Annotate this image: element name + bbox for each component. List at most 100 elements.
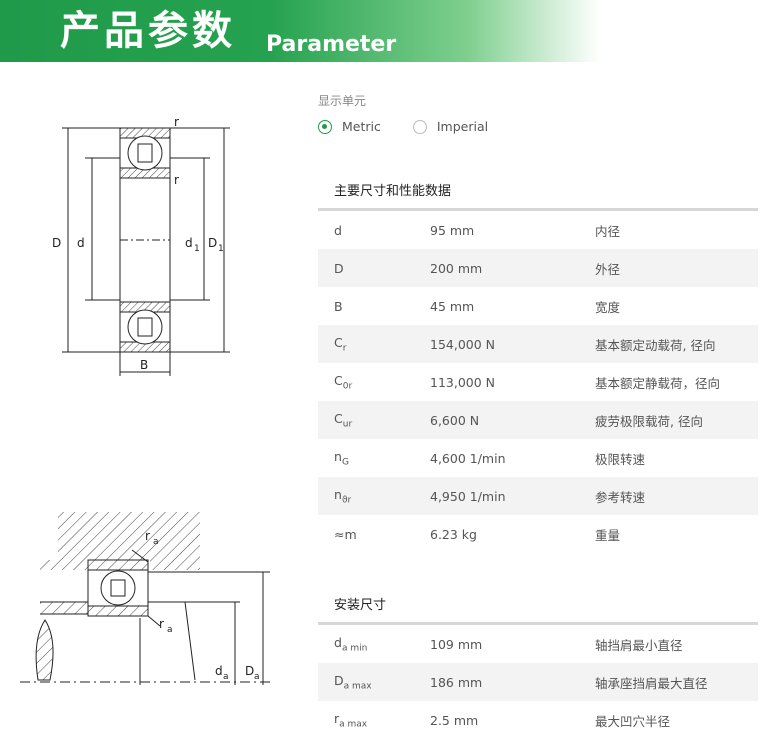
symbol-cell: d bbox=[318, 223, 430, 238]
symbol-main: D bbox=[334, 672, 344, 688]
banner-title: 产品参数 bbox=[60, 8, 236, 54]
symbol-subscript: 0r bbox=[342, 381, 353, 392]
metric-radio[interactable]: Metric bbox=[318, 119, 381, 134]
symbol-main: C bbox=[334, 334, 343, 350]
description-cell: 轴承座挡肩最大直径 bbox=[595, 675, 708, 691]
description-cell: 最大凹穴半径 bbox=[595, 713, 671, 729]
symbol-main: n bbox=[334, 486, 342, 502]
banner-subtitle: Parameter bbox=[266, 32, 397, 57]
mounting-dimensions-title: 安装尺寸 bbox=[334, 598, 387, 613]
symbol-main: d bbox=[334, 634, 342, 650]
symbol-main: ≈m bbox=[334, 526, 357, 542]
symbol-main: r bbox=[334, 710, 340, 726]
value-cell: 6.23 kg bbox=[430, 526, 477, 542]
description-cell: 基本额定静载荷，径向 bbox=[595, 375, 721, 391]
table-row: B 45 mm 宽度 bbox=[318, 287, 758, 325]
metric-radio-label: Metric bbox=[342, 119, 381, 134]
description-cell: 内径 bbox=[595, 223, 621, 239]
symbol-main: D bbox=[334, 260, 344, 276]
ra-top-label: r bbox=[145, 529, 150, 543]
table-row: d 95 mm 内径 bbox=[318, 211, 758, 249]
description-cell: 轴挡肩最小直径 bbox=[595, 637, 683, 653]
main-dimensions-title: 主要尺寸和性能数据 bbox=[334, 184, 452, 199]
ra-bottom-subscript: a bbox=[167, 625, 173, 635]
d1-label: d bbox=[185, 236, 193, 250]
imperial-radio-label: Imperial bbox=[436, 119, 489, 134]
symbol-cell: ≈m bbox=[318, 527, 430, 542]
symbol-cell: ra max bbox=[318, 711, 430, 730]
symbol-subscript: a max bbox=[343, 681, 372, 692]
value-cell: 4,950 1/min bbox=[430, 488, 506, 504]
symbol-cell: C0r bbox=[318, 373, 430, 392]
description-cell: 宽度 bbox=[595, 299, 621, 315]
description-cell: 重量 bbox=[595, 527, 621, 543]
description-cell: 外径 bbox=[595, 261, 621, 277]
width-label: B bbox=[140, 358, 148, 372]
outer-diameter-label: D bbox=[52, 236, 61, 250]
value-cell: 45 mm bbox=[430, 298, 475, 314]
radius-label-inner: r bbox=[174, 173, 179, 187]
ra-top-subscript: a bbox=[153, 537, 159, 547]
table-row: D 200 mm 外径 bbox=[318, 249, 758, 287]
symbol-subscript: ϑr bbox=[341, 495, 352, 506]
value-cell: 186 mm bbox=[430, 674, 483, 690]
value-cell: 154,000 N bbox=[430, 336, 496, 352]
bore-diameter-label: d bbox=[77, 236, 85, 250]
symbol-main: C bbox=[334, 372, 343, 388]
symbol-subscript: a min bbox=[341, 643, 368, 654]
Da-label: D bbox=[245, 664, 254, 678]
value-cell: 109 mm bbox=[430, 636, 483, 652]
ra-bottom-label: r bbox=[159, 617, 164, 631]
header-banner: 产品参数 Parameter bbox=[0, 0, 600, 62]
symbol-cell: Da max bbox=[318, 673, 430, 692]
description-cell: 极限转速 bbox=[595, 451, 646, 467]
symbol-subscript: r bbox=[342, 343, 347, 354]
bearing-cross-section-diagram: r r D d d 1 D 1 B bbox=[52, 115, 230, 376]
symbol-subscript: a max bbox=[339, 719, 368, 730]
description-cell: 疲劳极限载荷, 径向 bbox=[595, 413, 703, 429]
imperial-radio-icon[interactable] bbox=[412, 119, 427, 134]
symbol-cell: Cur bbox=[318, 411, 430, 430]
table-divider bbox=[318, 208, 758, 211]
value-cell: 95 mm bbox=[430, 222, 475, 238]
table-divider bbox=[318, 622, 758, 625]
value-cell: 4,600 1/min bbox=[430, 450, 506, 466]
imperial-radio[interactable]: Imperial bbox=[412, 119, 489, 134]
value-cell: 6,600 N bbox=[430, 412, 480, 428]
value-cell: 113,000 N bbox=[430, 374, 496, 390]
D1-label: D bbox=[208, 236, 217, 250]
symbol-cell: Cr bbox=[318, 335, 430, 354]
d1-subscript: 1 bbox=[194, 244, 200, 254]
metric-radio-icon[interactable] bbox=[318, 119, 332, 134]
description-cell: 参考转速 bbox=[595, 489, 646, 505]
symbol-main: d bbox=[334, 222, 342, 238]
unit-label: 显示单元 bbox=[318, 94, 367, 108]
unit-radio-group: Metric Imperial bbox=[318, 119, 488, 134]
symbol-main: B bbox=[334, 298, 343, 314]
symbol-cell: da min bbox=[318, 635, 430, 654]
symbol-cell: nG bbox=[318, 449, 430, 468]
Da-subscript: a bbox=[254, 672, 260, 682]
da-subscript: a bbox=[223, 672, 229, 682]
symbol-main: C bbox=[334, 410, 343, 426]
symbol-main: n bbox=[334, 448, 342, 464]
value-cell: 2.5 mm bbox=[430, 712, 479, 728]
symbol-subscript: G bbox=[341, 457, 349, 468]
D1-subscript: 1 bbox=[218, 244, 224, 254]
da-label: d bbox=[215, 664, 223, 678]
symbol-cell: nϑr bbox=[318, 487, 430, 506]
value-cell: 200 mm bbox=[430, 260, 483, 276]
table-row: ≈m 6.23 kg 重量 bbox=[318, 515, 758, 553]
mounting-dimensions-diagram: r a r a d a D a bbox=[20, 512, 270, 685]
